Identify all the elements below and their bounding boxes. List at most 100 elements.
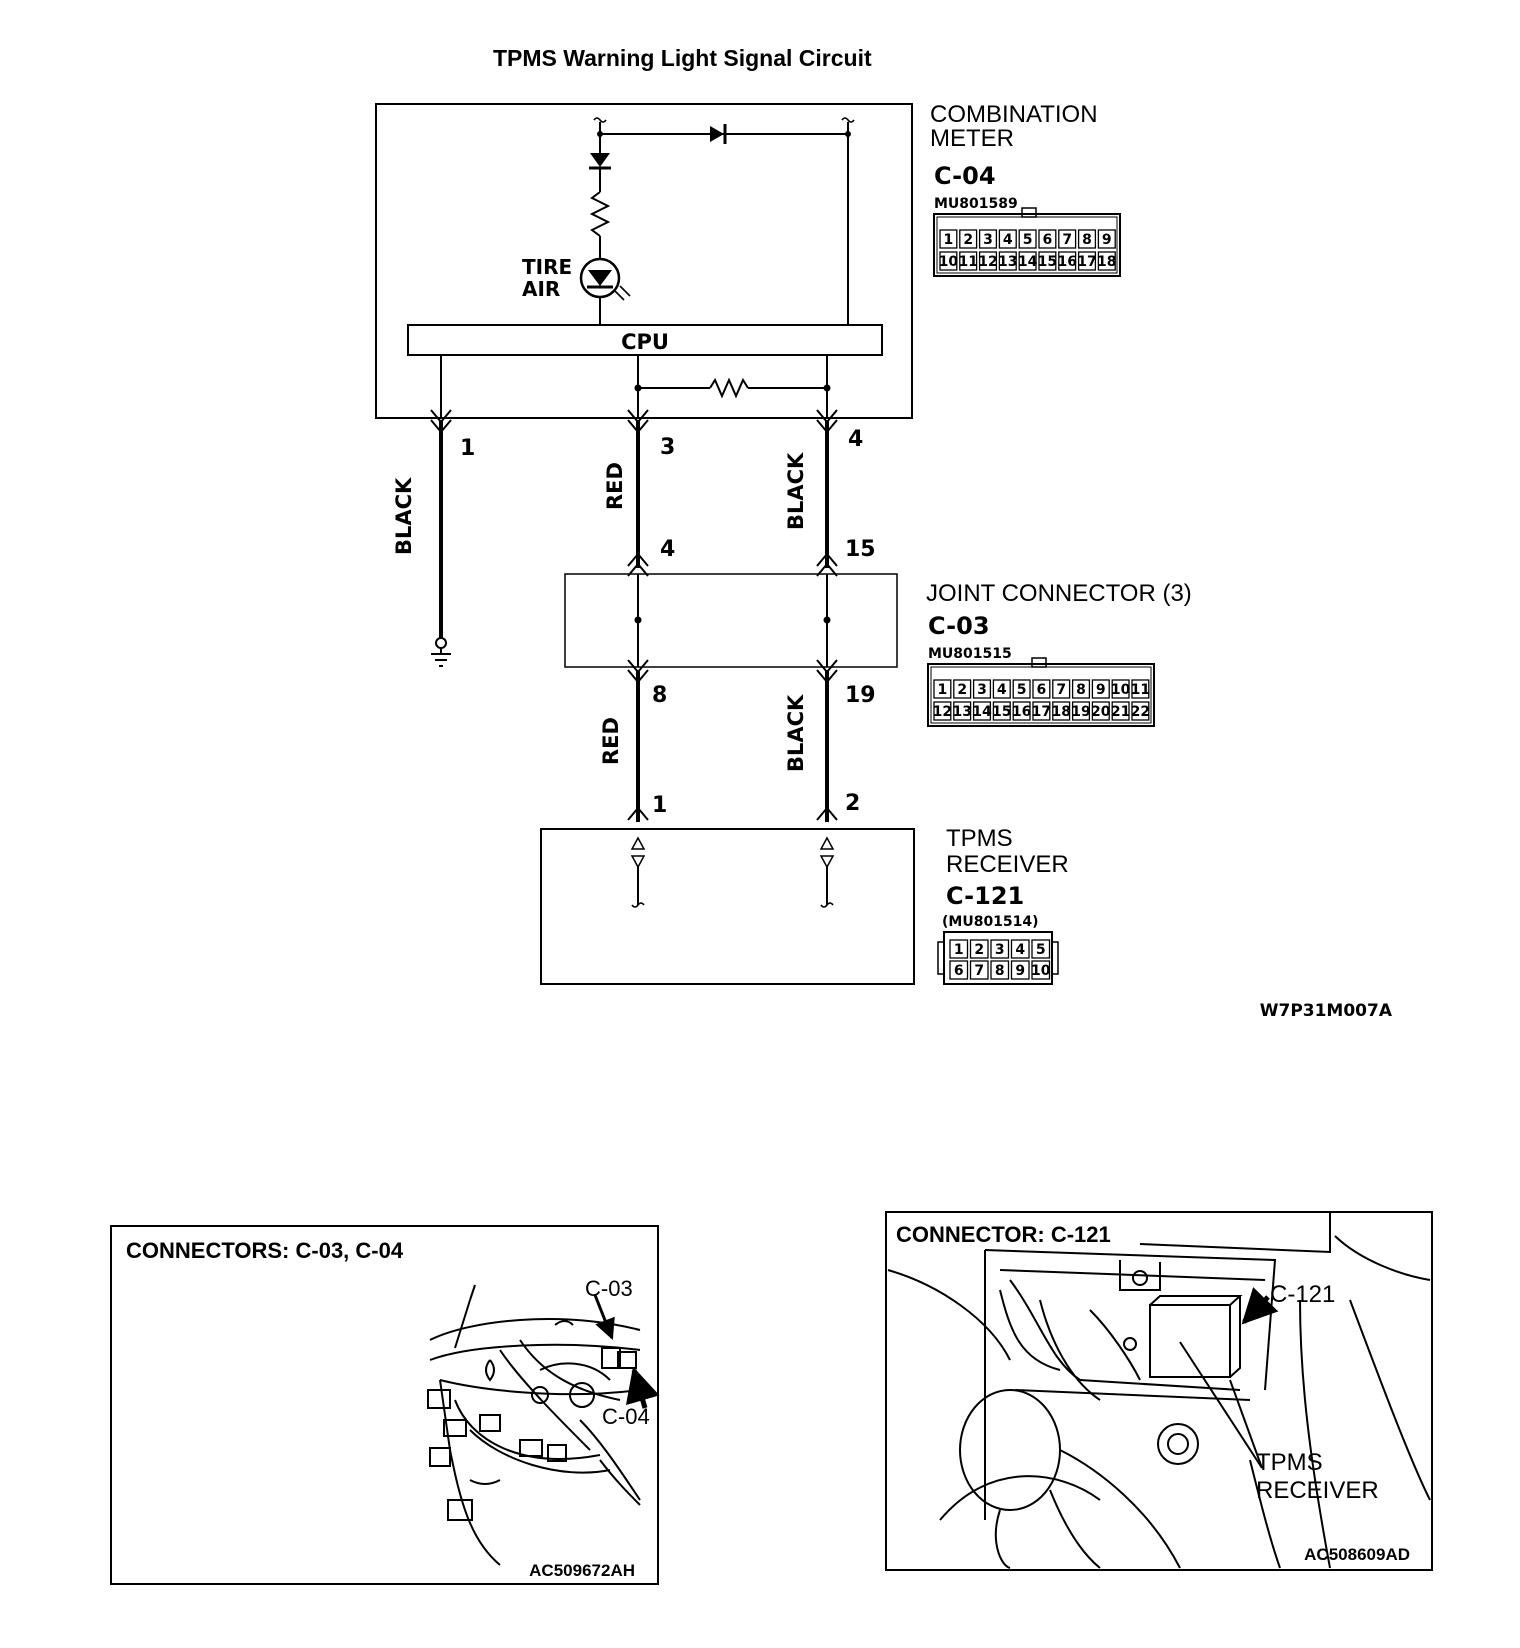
connector-pin-cell <box>1111 701 1130 721</box>
connector-pin-number: 1 <box>944 232 954 248</box>
connector-pin-cell <box>1091 701 1110 721</box>
callout-c121: C-121 <box>1270 1281 1335 1308</box>
diode-icon <box>710 126 724 142</box>
connector-pin-number: 17 <box>1032 704 1051 720</box>
connector-pin-cell <box>933 679 952 699</box>
connector-pin-number: 13 <box>998 254 1017 270</box>
connector-pin-cell <box>1097 251 1116 271</box>
combination-meter-box <box>375 103 913 419</box>
joint-connector-box <box>564 573 898 668</box>
connector-pin-number: 14 <box>972 704 992 720</box>
connector-pin-number: 1 <box>938 682 948 698</box>
callout-arrow-icon <box>625 1366 660 1409</box>
connector-pin-number: 16 <box>1057 254 1076 270</box>
diagram-code: W7P31M007A <box>1260 1001 1393 1021</box>
terminal-label: 3 <box>660 435 675 460</box>
combination-meter-connector-id: C-04 <box>934 162 996 190</box>
diode-icon <box>590 153 610 167</box>
connector-pin-cell <box>933 701 952 721</box>
connector-pin-cell <box>1052 701 1071 721</box>
connector-pin-cell <box>1091 679 1110 699</box>
connector-pin-cell <box>1010 960 1030 980</box>
connector-pin-number: 16 <box>1012 704 1031 720</box>
connector-pin-number: 6 <box>1037 682 1047 698</box>
connector-pin-number: 22 <box>1131 704 1150 720</box>
combination-meter-name-line2: METER <box>930 125 1014 152</box>
connector-pin-cell <box>939 229 958 249</box>
connector-pin-number: 20 <box>1091 704 1111 720</box>
connector-pin-number: 3 <box>977 682 987 698</box>
tpms-receiver-connector-id: C-121 <box>946 882 1024 910</box>
connector-pin-cell <box>949 960 969 980</box>
tpms-receiver-name-line2: RECEIVER <box>946 851 1069 878</box>
location-panel-left: CONNECTORS: C-03, C-04 <box>110 1225 660 1585</box>
connector-pin-number: 3 <box>983 232 993 248</box>
connector-pin-number: 18 <box>1051 704 1070 720</box>
connector-pin-number: 5 <box>1017 682 1027 698</box>
connector-pin-cell <box>1018 251 1037 271</box>
terminal-label: 15 <box>845 537 876 562</box>
callout-tpms-receiver-line1: TPMS <box>1256 1449 1323 1476</box>
lamp-label-line2: AIR <box>522 277 560 301</box>
connector-pin-number: 17 <box>1077 254 1096 270</box>
connector-pin-number: 3 <box>995 942 1005 958</box>
connector-pin-number: 5 <box>1023 232 1033 248</box>
connector-pin-cell <box>959 229 978 249</box>
terminal-label: 1 <box>460 436 475 461</box>
connector-pin-cell <box>1058 229 1077 249</box>
connector-pin-cell <box>1058 251 1077 271</box>
connector-pin-cell <box>939 251 958 271</box>
connector-pin-cell <box>1131 679 1150 699</box>
connector-pin-cell <box>998 251 1017 271</box>
connector-pin-cell <box>992 679 1011 699</box>
connector-pin-cell <box>969 939 989 959</box>
combination-meter-name-line1: COMBINATION <box>930 101 1098 128</box>
connector-pin-cell <box>1077 251 1097 271</box>
connector-pin-cell <box>949 939 969 959</box>
cpu-label: CPU <box>621 330 669 354</box>
connector-pin-cell <box>990 960 1010 980</box>
connector-pin-cell <box>978 251 998 271</box>
joint-connector-connector-id: C-03 <box>928 612 990 640</box>
connector-pin-number: 8 <box>1082 232 1092 248</box>
connector-pin-number: 6 <box>1043 232 1053 248</box>
callout-arrow-icon <box>1241 1287 1279 1325</box>
diagram-title: TPMS Warning Light Signal Circuit <box>493 45 872 71</box>
connector-pin-cell <box>959 251 978 271</box>
connector-pin-number: 15 <box>1038 254 1057 270</box>
connector-pin-number: 9 <box>1015 963 1025 979</box>
location-panel-right: CONNECTOR: C-121 <box>885 1211 1433 1571</box>
connector-pin-number: 2 <box>957 682 967 698</box>
connector-pin-number: 7 <box>1056 682 1066 698</box>
connector-pin-number: 7 <box>1062 232 1072 248</box>
callout-tpms-receiver-line2: RECEIVER <box>1256 1477 1379 1504</box>
connector-pin-cell <box>972 701 992 721</box>
resistor-icon <box>709 377 749 399</box>
wire-8: 8 RED 1 <box>599 659 667 822</box>
connector-pin-cell <box>1031 960 1051 980</box>
connector-pin-cell <box>992 701 1011 721</box>
connector-pin-cell <box>1012 679 1031 699</box>
connector-pin-cell <box>1071 701 1091 721</box>
connector-pin-cell <box>1032 701 1051 721</box>
connector-pin-number: 9 <box>1102 232 1112 248</box>
connector-pin-number: 21 <box>1111 704 1130 720</box>
connector-pin-number: 7 <box>974 963 984 979</box>
connector-pin-cell <box>1071 679 1091 699</box>
connector-pin-cell <box>1031 939 1051 959</box>
joint-connector-name: JOINT CONNECTOR (3) <box>926 580 1192 607</box>
wire-19: 19 BLACK 2 <box>784 659 876 822</box>
connector-pin-cell <box>1038 251 1057 271</box>
connector-pin-cell <box>1077 229 1097 249</box>
connector-pin-number: 15 <box>992 704 1011 720</box>
connector-pin-number: 4 <box>997 682 1007 698</box>
connector-pin-number: 14 <box>1018 254 1038 270</box>
tire-air-lamp-icon <box>579 257 631 301</box>
connector-pin-cell <box>969 960 989 980</box>
connector-pin-number: 10 <box>1111 682 1131 698</box>
connector-pin-number: 10 <box>939 254 959 270</box>
